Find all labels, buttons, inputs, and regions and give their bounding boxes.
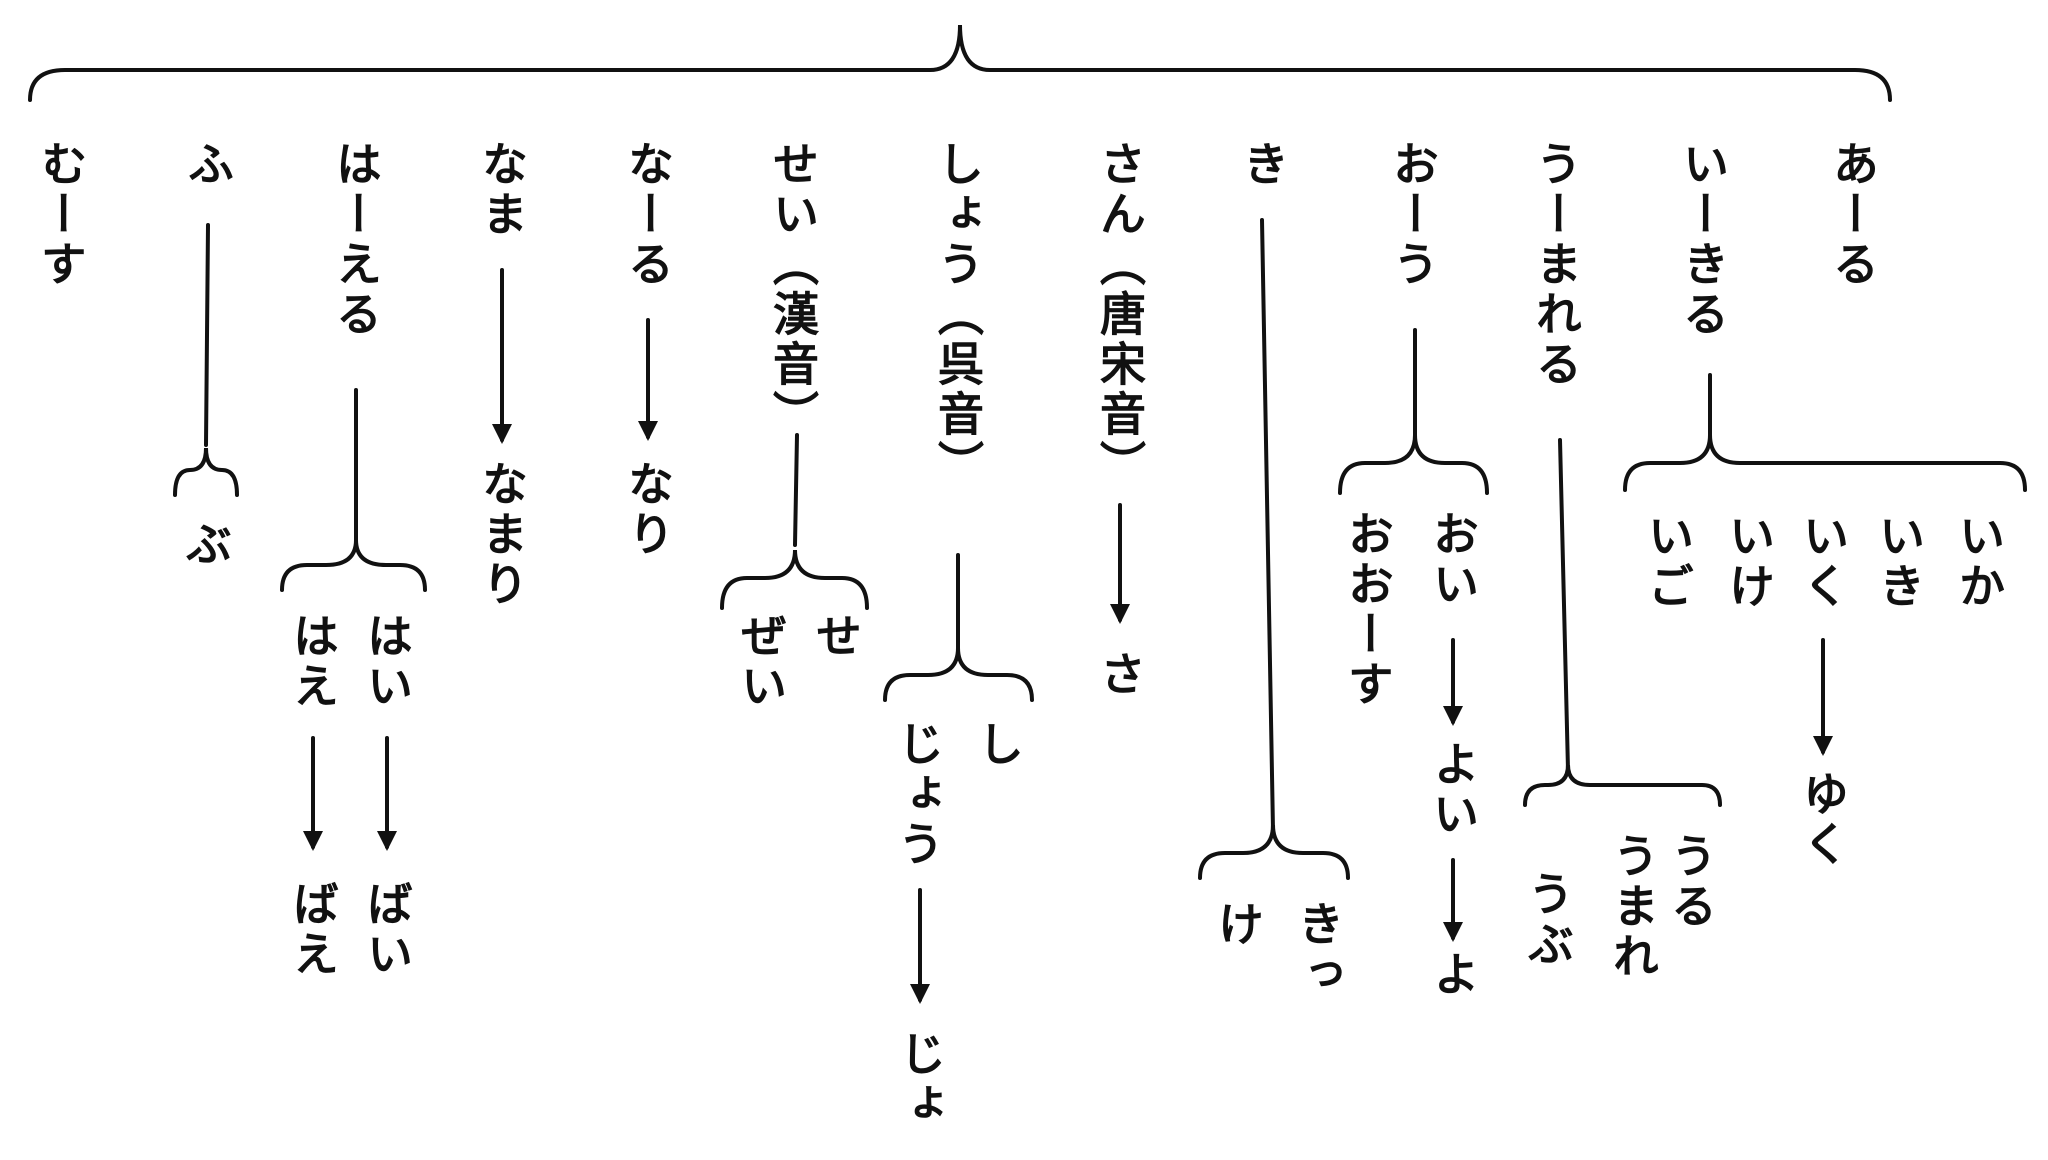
jou-label: じょう bbox=[891, 720, 945, 870]
yo-label: よ bbox=[1426, 950, 1480, 1000]
nari-label: なり bbox=[621, 460, 675, 560]
ou-brace bbox=[1338, 434, 1489, 495]
umareru-stem bbox=[1558, 438, 1570, 772]
hai-label: はい bbox=[360, 612, 414, 712]
bai-label: ばい bbox=[360, 880, 414, 980]
ikiru-label: いーきる bbox=[1676, 140, 1730, 340]
oosu-label: おおーす bbox=[1341, 510, 1395, 710]
ke-label: け bbox=[1211, 900, 1265, 950]
aru-label: あーる bbox=[1826, 140, 1880, 290]
oi-label: おい bbox=[1426, 510, 1480, 610]
top-brace bbox=[28, 24, 1892, 102]
igo-label: いご bbox=[1641, 512, 1695, 612]
sei-label: せい（漢音） bbox=[766, 140, 820, 440]
se-label: せ bbox=[809, 612, 863, 662]
musu-label: むーす bbox=[34, 140, 88, 290]
san-label: さん（唐宋音） bbox=[1093, 140, 1147, 490]
iki-label: いき bbox=[1872, 512, 1926, 612]
ika-label: いか bbox=[1952, 512, 2006, 612]
ike-label: いけ bbox=[1722, 512, 1776, 612]
fu-label: ふ bbox=[181, 140, 235, 190]
ubu-label: うぶ bbox=[1521, 870, 1575, 970]
bae-label: ばえ bbox=[286, 880, 340, 980]
jo-label: じょ bbox=[893, 1030, 947, 1130]
umareru-label: うーまれる bbox=[1529, 140, 1583, 390]
ki-brace bbox=[1198, 824, 1350, 880]
yuku-label: ゆく bbox=[1796, 770, 1850, 870]
iku-label: いく bbox=[1796, 512, 1850, 612]
sa-label: さ bbox=[1093, 650, 1147, 700]
fu-stem bbox=[204, 223, 210, 447]
sei-brace bbox=[720, 549, 869, 610]
ki-stem bbox=[1260, 218, 1275, 832]
ou-label: おーう bbox=[1386, 140, 1440, 290]
ikiru-brace bbox=[1623, 434, 2027, 492]
hae-label: はえ bbox=[286, 612, 340, 712]
shou-brace bbox=[883, 647, 1034, 702]
nama-label: なま bbox=[475, 140, 529, 240]
fu-brace bbox=[173, 447, 239, 497]
uru-label: うる bbox=[1664, 832, 1718, 932]
haeru-brace bbox=[280, 539, 427, 592]
kix-label: きっ bbox=[1291, 900, 1345, 1000]
namari-label: なまり bbox=[475, 460, 529, 610]
umare-label: うまれ bbox=[1606, 832, 1660, 982]
ki-label: き bbox=[1236, 140, 1290, 190]
naru-label: なーる bbox=[621, 140, 675, 290]
bu-label: ぶ bbox=[179, 520, 233, 570]
sei-stem bbox=[793, 433, 799, 547]
yoi-label: よい bbox=[1426, 740, 1480, 840]
haeru-label: はーえる bbox=[329, 140, 383, 340]
shi-label: し bbox=[971, 720, 1025, 770]
umareru-brace bbox=[1523, 764, 1722, 807]
zei-label: ぜい bbox=[734, 612, 788, 712]
shou-label: しょう（呉音） bbox=[931, 140, 985, 490]
